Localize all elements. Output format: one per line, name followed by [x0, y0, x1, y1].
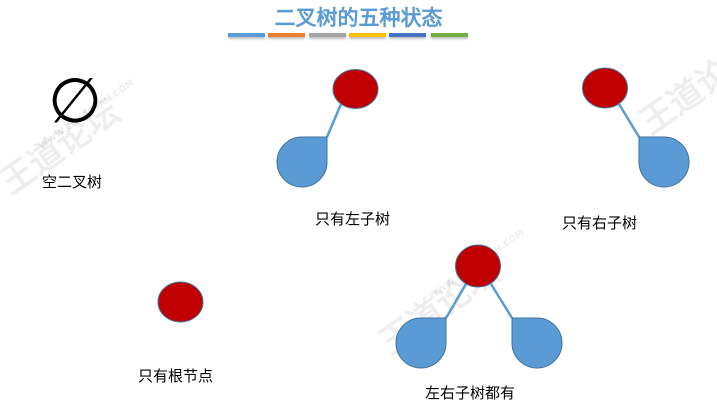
edge — [325, 103, 343, 138]
page-title: 二叉树的五种状态 — [274, 6, 443, 30]
right-child-node — [638, 136, 690, 188]
decor-bar-yellow — [349, 33, 386, 37]
decor-bar-orange — [268, 33, 305, 37]
decor-bar-darkblue — [389, 33, 426, 37]
label-both-children: 左右子树都有 — [425, 384, 516, 401]
decor-bar-green — [431, 33, 468, 37]
decor-bar-blue — [228, 33, 265, 37]
root-node — [582, 67, 628, 109]
edge — [444, 283, 468, 319]
label-empty-tree: 空二叉树 — [42, 173, 103, 191]
root-node — [332, 69, 379, 109]
left-child-node — [395, 317, 447, 369]
root-node — [157, 281, 204, 323]
label-root-only: 只有根节点 — [138, 367, 214, 385]
edge — [489, 283, 514, 319]
label-right-only: 只有右子树 — [562, 214, 638, 232]
empty-set-symbol: ∅ — [48, 64, 103, 137]
label-left-only: 只有左子树 — [315, 210, 391, 228]
edge — [617, 103, 641, 138]
left-child-node — [276, 136, 328, 188]
decor-bar-gray — [309, 33, 346, 37]
root-node — [455, 244, 501, 288]
right-child-node — [511, 317, 563, 369]
